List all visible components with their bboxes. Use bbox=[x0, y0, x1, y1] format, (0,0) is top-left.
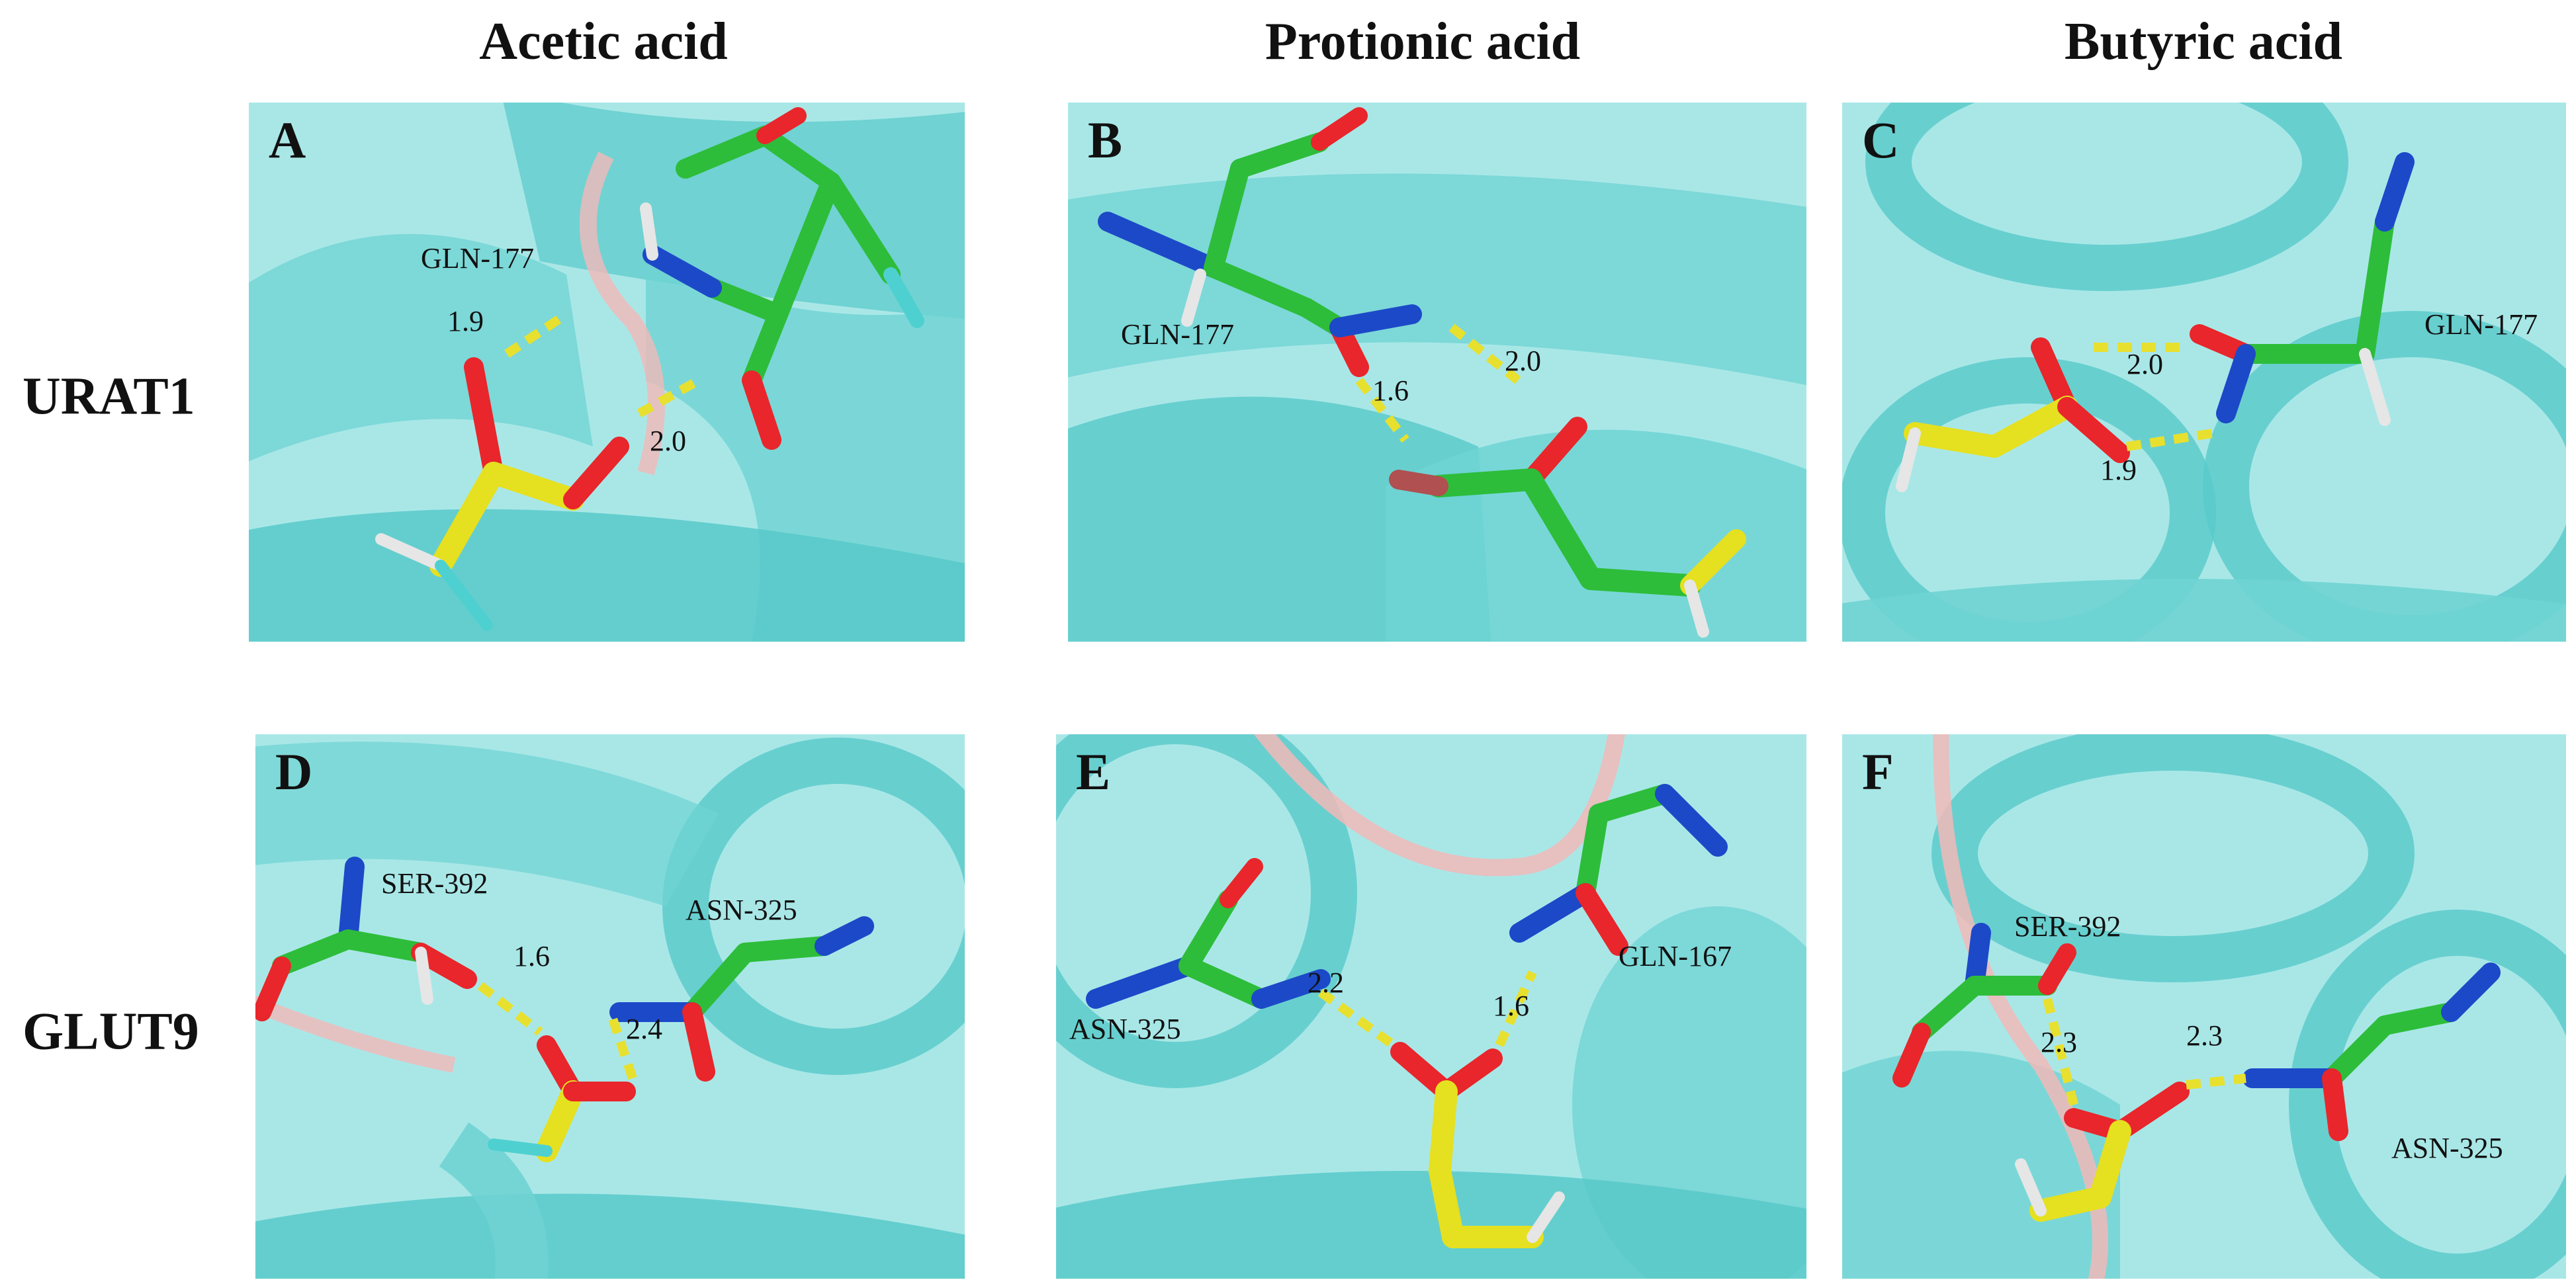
panel-e-structure bbox=[1056, 734, 1806, 1279]
distance-label: 2.4 bbox=[626, 1013, 662, 1045]
panel-d: D SER-392 ASN-325 1.6 2.4 bbox=[255, 734, 965, 1279]
residue-label-gln177: GLN-177 bbox=[1121, 318, 1235, 351]
panel-c-structure bbox=[1842, 103, 2566, 642]
panel-letter: F bbox=[1862, 743, 1894, 800]
panel-a-structure bbox=[249, 103, 965, 642]
residue-label-ser392: SER-392 bbox=[2014, 910, 2121, 943]
distance-label: 2.0 bbox=[1505, 345, 1541, 377]
panel-d-structure bbox=[255, 738, 965, 1279]
residue-label-gln177: GLN-177 bbox=[421, 242, 535, 275]
panel-e: E ASN-325 GLN-167 2.2 1.6 bbox=[1056, 734, 1806, 1279]
residue-label-asn325: ASN-325 bbox=[1069, 1013, 1181, 1045]
residue-label-asn325: ASN-325 bbox=[686, 894, 797, 926]
panel-letter: B bbox=[1088, 111, 1123, 169]
residue-label-gln167: GLN-167 bbox=[1619, 940, 1732, 972]
distance-label: 2.2 bbox=[1308, 966, 1344, 999]
residue-label-gln177: GLN-177 bbox=[2424, 308, 2538, 341]
distance-label: 1.9 bbox=[2100, 454, 2137, 486]
panel-letter: A bbox=[269, 111, 306, 169]
panel-f-structure bbox=[1842, 734, 2566, 1279]
column-title-propionic: Protionic acid bbox=[1265, 13, 1581, 71]
panel-letter: C bbox=[1862, 111, 1900, 169]
panel-letter: D bbox=[275, 743, 313, 800]
row-title-glut9: GLUT9 bbox=[22, 1002, 199, 1061]
residue-label-asn325: ASN-325 bbox=[2391, 1132, 2503, 1164]
column-title-acetic: Acetic acid bbox=[479, 13, 728, 71]
column-title-butyric: Butyric acid bbox=[2065, 13, 2342, 71]
distance-label: 1.6 bbox=[1493, 990, 1529, 1022]
row-title-urat1: URAT1 bbox=[22, 367, 195, 426]
distance-label: 2.0 bbox=[650, 425, 686, 457]
panel-letter: E bbox=[1076, 743, 1111, 800]
panel-f: F SER-392 ASN-325 2.3 2.3 bbox=[1842, 734, 2566, 1279]
distance-label: 2.0 bbox=[2127, 348, 2163, 380]
panel-b: B GLN-177 1.6 2.0 bbox=[1068, 103, 1806, 642]
panel-c: C GLN-177 2.0 1.9 bbox=[1842, 103, 2566, 642]
distance-label: 2.3 bbox=[2041, 1026, 2077, 1058]
panel-b-structure bbox=[1068, 107, 1806, 642]
distance-label: 1.6 bbox=[513, 940, 550, 972]
residue-label-ser392: SER-392 bbox=[381, 867, 488, 900]
panel-a: A GLN-177 1.9 2.0 bbox=[249, 103, 965, 642]
distance-label: 1.9 bbox=[447, 305, 484, 337]
distance-label: 1.6 bbox=[1372, 374, 1409, 407]
distance-label: 2.3 bbox=[2186, 1019, 2223, 1052]
